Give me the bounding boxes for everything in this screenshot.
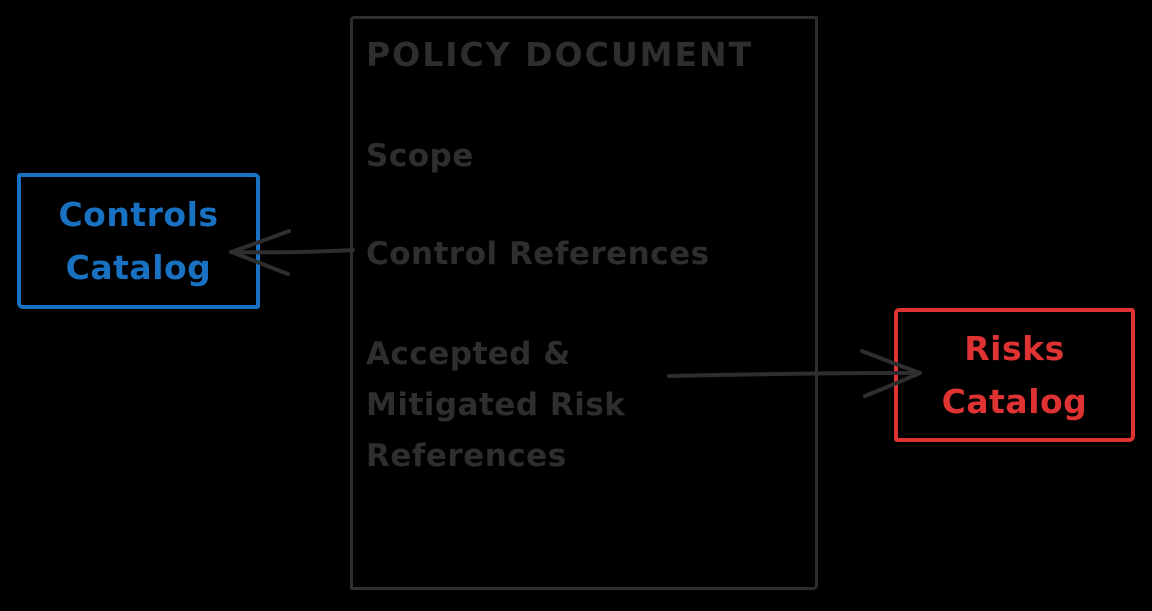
risks-catalog-label: Risks Catalog <box>941 329 1088 421</box>
policy-item-control-references: Control References <box>366 236 710 272</box>
controls-catalog-box: Controls Catalog <box>17 173 260 309</box>
policy-document-title: POLICY DOCUMENT <box>366 35 754 74</box>
controls-catalog-label: Controls Catalog <box>58 195 219 287</box>
policy-item-scope: Scope <box>366 138 474 174</box>
policy-document-box: POLICY DOCUMENT Scope Control References… <box>350 16 818 590</box>
policy-item-risk-references: Accepted & Mitigated Risk References <box>366 336 626 474</box>
risks-catalog-box: Risks Catalog <box>894 308 1135 442</box>
